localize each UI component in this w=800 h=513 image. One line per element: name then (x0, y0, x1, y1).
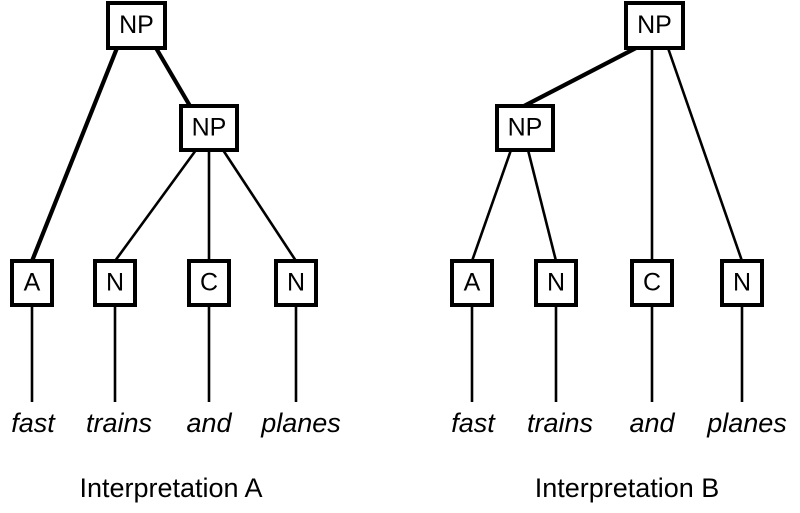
node-label-b-n1: N (547, 269, 565, 297)
node-box-a-np-root (106, 1, 167, 50)
edge-group-interpretation-a (30, 46, 298, 262)
tree-edge-a-np-inner-to-a-n1 (113, 149, 198, 262)
node-a-np-inner[interactable]: NP (179, 104, 239, 152)
caption-interpretation-b: Interpretation B (535, 473, 720, 503)
node-box-a-a (10, 259, 54, 307)
node-label-a-n2: N (287, 269, 305, 297)
node-label-a-a: A (24, 269, 41, 297)
word-a-word-fast: fast (11, 408, 56, 438)
node-a-n1[interactable]: N (93, 259, 137, 307)
node-a-a[interactable]: A (10, 259, 54, 307)
word-a-word-trains: trains (86, 408, 152, 438)
node-box-b-np-inner (495, 104, 555, 152)
node-box-a-c (187, 259, 231, 307)
tree-edge-a-np-inner-to-a-n2 (221, 149, 298, 262)
node-label-a-np-root: NP (119, 11, 154, 39)
word-a-word-and: and (186, 408, 232, 438)
node-box-b-n2 (720, 259, 764, 307)
node-b-n1[interactable]: N (534, 259, 578, 307)
node-label-b-c: C (643, 269, 661, 297)
tree-edge-b-np-root-to-b-n2 (666, 47, 744, 262)
word-b-word-planes: planes (706, 408, 787, 438)
node-box-b-a (450, 259, 494, 307)
node-box-b-np-root (624, 1, 685, 50)
node-a-c[interactable]: C (187, 259, 231, 307)
stem-group-interpretation-b (470, 305, 744, 402)
node-label-a-np-inner: NP (192, 114, 227, 142)
node-group-interpretation-b: NP NP A N C N (450, 1, 764, 307)
node-box-a-n1 (93, 259, 137, 307)
caption-interpretation-a: Interpretation A (79, 473, 262, 503)
node-box-a-np-inner (179, 104, 239, 152)
node-a-n2[interactable]: N (274, 259, 318, 307)
node-label-a-c: C (200, 269, 218, 297)
tree-edge-b-np-inner-to-b-n1 (526, 149, 558, 262)
node-box-b-n1 (534, 259, 578, 307)
node-b-n2[interactable]: N (720, 259, 764, 307)
tree-edge-b-np-root-to-b-np-inner (523, 46, 637, 108)
node-b-a[interactable]: A (450, 259, 494, 307)
node-label-b-n2: N (733, 269, 751, 297)
tree-edge-a-np-root-to-a-a (30, 47, 119, 262)
node-label-b-a: A (464, 269, 481, 297)
word-b-word-trains: trains (527, 408, 593, 438)
node-group-interpretation-a: NP NP A N C N (10, 1, 318, 307)
word-group-interpretation-a: fast trains and planes (11, 408, 341, 438)
word-group-interpretation-b: fast trains and planes (451, 408, 787, 438)
node-box-b-c (630, 259, 674, 307)
word-b-word-and: and (629, 408, 675, 438)
node-b-np-inner[interactable]: NP (495, 104, 555, 152)
node-a-np-root[interactable]: NP (106, 1, 167, 50)
node-b-np-root[interactable]: NP (624, 1, 685, 50)
node-label-a-n1: N (106, 269, 124, 297)
node-b-c[interactable]: C (630, 259, 674, 307)
node-label-b-np-root: NP (637, 11, 672, 39)
word-a-word-planes: planes (260, 408, 341, 438)
node-label-b-np-inner: NP (508, 114, 543, 142)
stem-group-interpretation-a (30, 305, 298, 402)
tree-edge-b-np-inner-to-b-a (470, 149, 513, 262)
node-box-a-n2 (274, 259, 318, 307)
tree-edge-a-np-root-to-a-np-inner (154, 46, 192, 108)
edge-group-interpretation-b (470, 46, 744, 262)
word-b-word-fast: fast (451, 408, 496, 438)
